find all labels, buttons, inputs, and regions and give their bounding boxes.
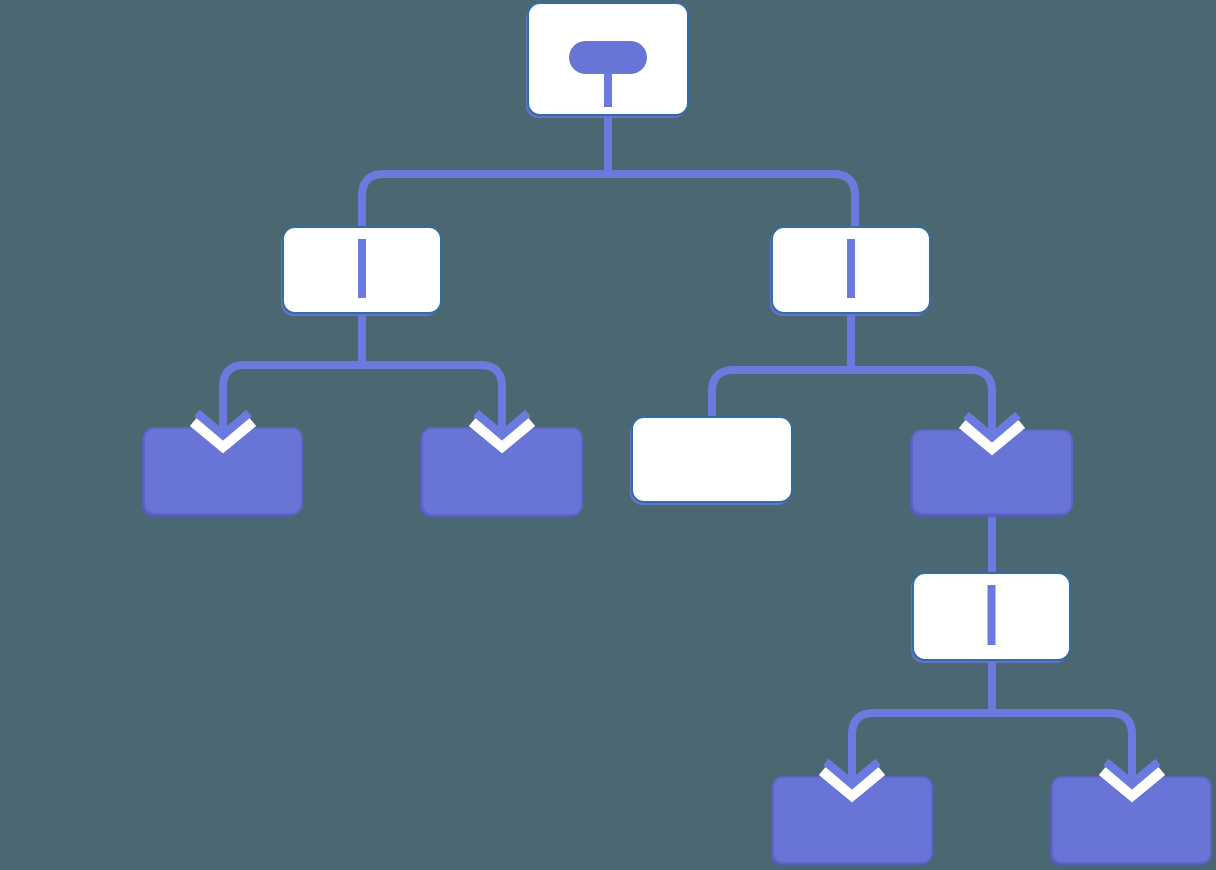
arrowhead-outline-chevron-icon bbox=[958, 417, 1026, 456]
down-chevron-icon bbox=[963, 411, 1021, 443]
node-group-white-leaf bbox=[630, 416, 793, 505]
connector-right-branch-split[interactable] bbox=[708, 313, 996, 435]
arrow-purple-mid[interactable] bbox=[958, 402, 1026, 456]
down-chevron-icon bbox=[473, 409, 531, 441]
down-chevron-icon bbox=[194, 409, 252, 441]
node-group-purple-mid bbox=[910, 429, 1073, 517]
node-layer bbox=[142, 2, 1212, 866]
pill-decoration bbox=[569, 41, 647, 74]
node-group-leaf-1 bbox=[142, 427, 303, 517]
node-group-leaf-3 bbox=[771, 776, 933, 866]
arrowhead-outline-chevron-icon bbox=[818, 764, 886, 803]
connector-layer bbox=[219, 113, 1136, 782]
arrow-leaf-3[interactable] bbox=[818, 749, 886, 803]
arrowhead-outline-chevron-icon bbox=[189, 415, 257, 454]
node-group-root bbox=[526, 2, 689, 118]
down-chevron-icon bbox=[823, 758, 881, 790]
node-group-branch-bottom bbox=[911, 572, 1071, 663]
arrow-leaf-2[interactable] bbox=[468, 400, 536, 454]
connector-root-to-level2[interactable] bbox=[358, 113, 859, 227]
node-white-leaf[interactable] bbox=[631, 416, 793, 503]
arrow-leaf-1[interactable] bbox=[189, 400, 257, 454]
arrowhead-layer bbox=[189, 400, 1166, 803]
down-chevron-icon bbox=[1103, 758, 1161, 790]
node-group-branch-left bbox=[281, 226, 442, 316]
connector-bottom-branch-split[interactable] bbox=[848, 659, 1136, 782]
connector-left-branch-split[interactable] bbox=[219, 313, 506, 433]
node-group-branch-right bbox=[770, 226, 931, 316]
node-group-leaf-2 bbox=[420, 427, 583, 518]
node-group-leaf-4 bbox=[1050, 776, 1212, 866]
arrowhead-outline-chevron-icon bbox=[1098, 764, 1166, 803]
arrowhead-outline-chevron-icon bbox=[468, 415, 536, 454]
arrow-leaf-4[interactable] bbox=[1098, 749, 1166, 803]
